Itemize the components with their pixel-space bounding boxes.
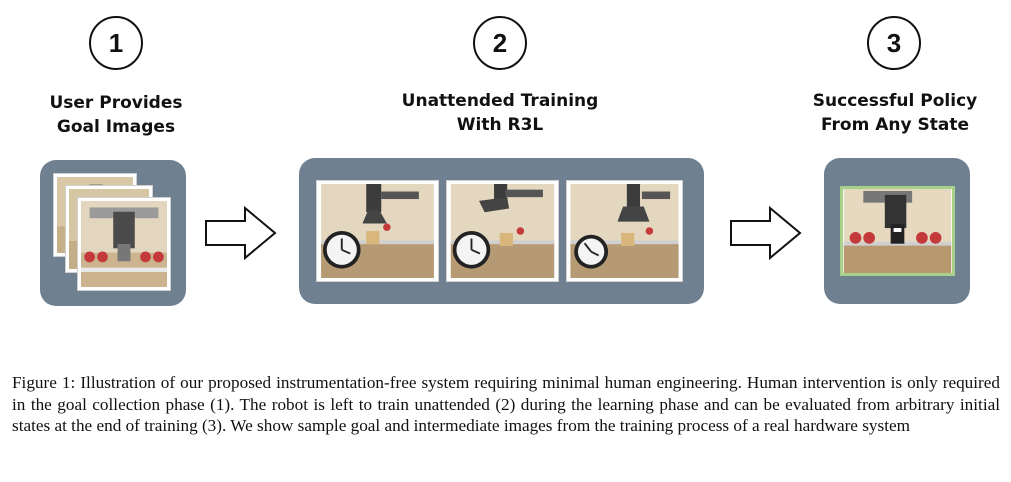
training-image-1 xyxy=(317,181,438,281)
training-image-2 xyxy=(447,181,558,281)
figure-caption-text: Illustration of our proposed instrumenta… xyxy=(12,373,1000,435)
robot-clock-photo-icon xyxy=(450,184,555,278)
figure-label: Figure 1: xyxy=(12,373,76,392)
robot-success-photo-icon xyxy=(843,189,952,273)
arrow-right-icon xyxy=(730,206,802,260)
training-image-3 xyxy=(567,181,682,281)
step-1-heading: User Provides Goal Images xyxy=(49,93,183,137)
training-images-panel xyxy=(299,158,704,304)
robot-clock-photo-icon xyxy=(570,184,679,278)
step-3-number: 3 xyxy=(867,16,921,70)
step-2-number: 2 xyxy=(473,16,527,70)
goal-image-front xyxy=(78,198,170,290)
step-3-heading: Successful Policy From Any State xyxy=(812,91,978,135)
robot-goal-photo-icon xyxy=(81,201,167,287)
successful-policy-panel xyxy=(824,158,970,304)
goal-images-panel xyxy=(40,160,186,306)
success-image xyxy=(840,186,955,276)
figure-graphic: 1 2 3 User Provides Goal Images Unattend… xyxy=(40,16,978,306)
step-1-number: 1 xyxy=(89,16,143,70)
robot-clock-photo-icon xyxy=(321,184,434,278)
figure-caption: Figure 1: Illustration of our proposed i… xyxy=(12,372,1000,437)
arrow-right-icon xyxy=(205,206,277,260)
step-2-heading: Unattended Training With R3L xyxy=(401,91,599,135)
